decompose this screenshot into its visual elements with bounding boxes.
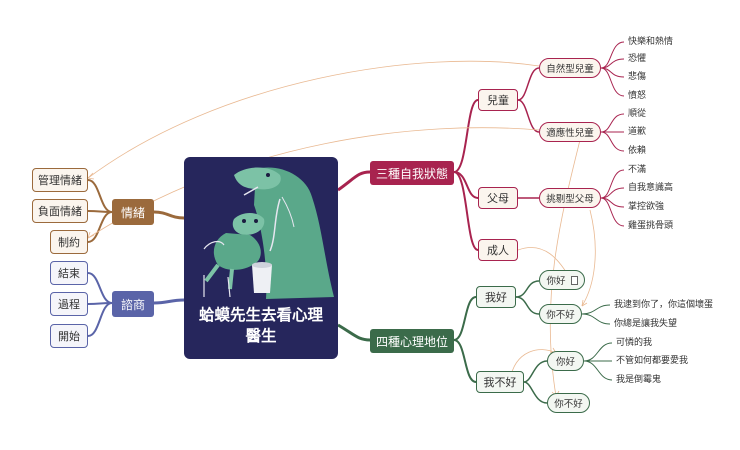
critical-parent-leaf: 雞蛋挑骨頭: [628, 221, 674, 231]
youre-not-ok-leaf: 你總是讓我失望: [614, 319, 678, 329]
adapted-child-node[interactable]: 適應性兒童: [539, 122, 601, 142]
youre-ok-leaf: 我是倒霉鬼: [616, 375, 662, 385]
im-ok-youre-not-ok-node[interactable]: 你不好: [539, 304, 582, 324]
conversation-item-label: 結束: [58, 267, 80, 280]
youre-not-ok-leaf: 我逮到你了，你這個壞蛋: [614, 300, 714, 310]
adapted-child-label: 適應性兒童: [546, 128, 594, 139]
youre-ok-leaf: 不管如何都要愛我: [616, 356, 689, 366]
critical-parent-leaf: 不滿: [628, 165, 647, 175]
critical-parent-leaf: 自我意識高: [628, 183, 674, 193]
emotion-item-label: 制約: [58, 236, 80, 249]
central-title-line1: 蛤蟆先生去看心理: [198, 306, 323, 324]
im-not-ok-node[interactable]: 我不好: [476, 371, 524, 393]
im-ok-node[interactable]: 我好: [476, 286, 516, 308]
adapted-child-leaf: 依賴: [628, 146, 647, 156]
conversation-item[interactable]: 開始: [50, 324, 88, 348]
natural-child-leaf: 恐懼: [628, 54, 647, 64]
youre-ok-leaf: 可憐的我: [616, 338, 653, 348]
conversation-item[interactable]: 結束: [50, 261, 88, 285]
im-ok-youre-not-ok-label: 你不好: [546, 310, 575, 321]
ego-parent-node[interactable]: 父母: [478, 187, 518, 209]
natural-child-leaf: 悲傷: [628, 72, 647, 82]
branch-ego-states-label: 三種自我狀態: [375, 166, 448, 181]
im-not-ok-youre-not-ok-node[interactable]: 你不好: [547, 393, 590, 413]
branch-emotion-label: 情緒: [120, 205, 145, 220]
im-not-ok-youre-ok-label: 你好: [555, 357, 575, 368]
conversation-item[interactable]: 過程: [50, 292, 88, 316]
branch-positions-label: 四種心理地位: [375, 334, 448, 349]
natural-child-label: 自然型兒童: [546, 64, 594, 75]
im-ok-label: 我好: [485, 291, 507, 304]
branch-conversation-label: 諮商: [120, 297, 145, 312]
branch-conversation[interactable]: 諮商: [112, 291, 154, 317]
im-ok-youre-ok-node[interactable]: 你好: [539, 270, 585, 290]
ego-child-node[interactable]: 兒童: [478, 89, 518, 111]
natural-child-node[interactable]: 自然型兒童: [539, 58, 601, 78]
emotion-item-label: 管理情緒: [38, 174, 82, 187]
conversation-item-label: 開始: [58, 330, 80, 343]
ego-parent-label: 父母: [487, 192, 509, 205]
ego-adult-label: 成人: [487, 244, 509, 257]
im-ok-youre-ok-label: 你好: [546, 276, 566, 287]
natural-child-leaf: 快樂和熱情: [628, 37, 674, 47]
emotion-item[interactable]: 管理情緒: [32, 168, 88, 192]
conversation-item-label: 過程: [58, 298, 80, 311]
critical-parent-label: 挑剔型父母: [546, 194, 594, 205]
emotion-item[interactable]: 制約: [50, 230, 88, 254]
note-icon[interactable]: [570, 275, 578, 285]
frog-and-heron-illustration: [203, 167, 334, 299]
natural-child-leaf: 憤怒: [628, 91, 647, 101]
branch-ego-states[interactable]: 三種自我狀態: [370, 161, 454, 185]
adapted-child-leaf: 道歉: [628, 127, 647, 137]
im-not-ok-youre-ok-node[interactable]: 你好: [547, 351, 584, 371]
im-not-ok-label: 我不好: [483, 376, 517, 389]
branch-emotion[interactable]: 情緒: [112, 199, 154, 225]
ego-child-label: 兒童: [487, 94, 509, 107]
critical-parent-leaf: 掌控欲強: [628, 202, 665, 212]
central-topic[interactable]: 蛤蟆先生去看心理 醫生: [184, 157, 338, 359]
emotion-item[interactable]: 負面情緒: [32, 199, 88, 223]
adapted-child-leaf: 順從: [628, 109, 647, 119]
emotion-item-label: 負面情緒: [38, 205, 82, 218]
critical-parent-node[interactable]: 挑剔型父母: [539, 188, 601, 208]
ego-adult-node[interactable]: 成人: [478, 239, 518, 261]
central-title: 蛤蟆先生去看心理 醫生: [184, 305, 338, 347]
branch-positions[interactable]: 四種心理地位: [370, 329, 454, 353]
im-not-ok-youre-not-ok-label: 你不好: [554, 399, 583, 410]
central-title-line2: 醫生: [245, 327, 277, 345]
